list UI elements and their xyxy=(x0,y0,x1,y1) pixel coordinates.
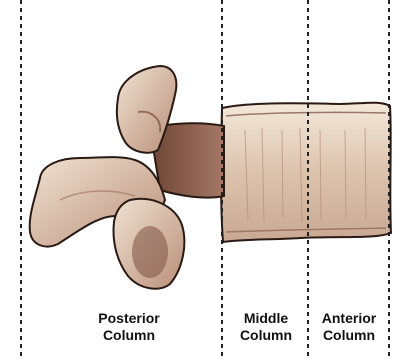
anterior-label-line2: Column xyxy=(312,327,386,344)
middle-label-line1: Middle xyxy=(230,310,302,327)
middle-column-label: Middle Column xyxy=(230,310,302,344)
anterior-label-line1: Anterior xyxy=(312,310,386,327)
anterior-column-label: Anterior Column xyxy=(312,310,386,344)
posterior-column-label: Posterior Column xyxy=(82,310,176,344)
posterior-label-line2: Column xyxy=(82,327,176,344)
posterior-label-line1: Posterior xyxy=(82,310,176,327)
middle-label-line2: Column xyxy=(230,327,302,344)
